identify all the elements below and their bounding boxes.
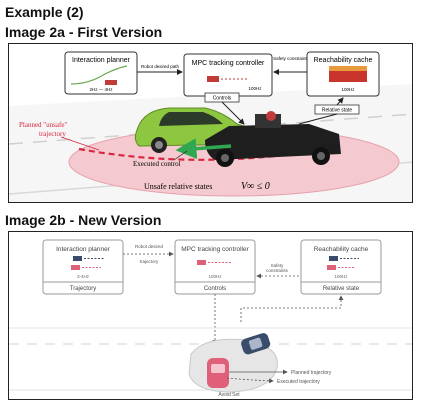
mpc-controller-label: MPC tracking controller bbox=[181, 246, 249, 253]
executed-trajectory-label: Executed trajectory bbox=[277, 379, 320, 385]
relative-state-label: Relative state bbox=[323, 286, 360, 292]
safety-label-line2: constraints bbox=[266, 268, 289, 273]
cache-rate: 100Hz bbox=[334, 274, 348, 279]
robot-desired-label-line1: Robot desired bbox=[135, 244, 164, 249]
unsafe-label-leader bbox=[60, 136, 100, 151]
value-condition: V∞ ≤ 0 bbox=[241, 181, 270, 192]
robot-car bbox=[205, 111, 341, 167]
relative-state-label: Relative state bbox=[322, 108, 353, 114]
diagram-new-version: Interaction planner 3-4Hz Trajectory Rob… bbox=[8, 231, 413, 400]
interaction-planner-box bbox=[42, 239, 124, 295]
planner-rates: 2Hz — 4Hz bbox=[89, 87, 113, 92]
mpc-rate: 100Hz bbox=[208, 274, 222, 279]
safety-label-line1: Safety bbox=[271, 263, 285, 268]
interaction-planner-label: Interaction planner bbox=[72, 57, 131, 64]
mpc-controller-label: MPC tracking controller bbox=[192, 60, 265, 67]
arrow-car-to-state bbox=[298, 113, 338, 125]
controls-label: Controls bbox=[213, 96, 232, 102]
avoid-set-label: Avoid Set bbox=[218, 392, 240, 398]
planned-trajectory-label: Planned trajectory bbox=[291, 370, 332, 376]
image-2a-heading: Image 2a - First Version bbox=[5, 24, 163, 40]
navy-car bbox=[241, 333, 271, 355]
controls-label: Controls bbox=[204, 286, 226, 292]
planned-unsafe-label-line2: trajectory bbox=[39, 130, 66, 138]
arrow-controls-to-car bbox=[221, 101, 245, 125]
example-heading: Example (2) bbox=[5, 4, 84, 20]
reachability-cache-box bbox=[300, 239, 382, 295]
trajectory-label: Trajectory bbox=[70, 286, 96, 292]
robot-desired-label-line2: trajectory bbox=[140, 259, 159, 264]
reachability-cache-box bbox=[306, 51, 380, 97]
diagram-first-version: Interaction planner 2Hz — 4Hz Robot desi… bbox=[8, 43, 413, 203]
image-2b-heading: Image 2b - New Version bbox=[5, 212, 162, 228]
diagram-a-canvas: Interaction planner 2Hz — 4Hz Robot desi… bbox=[9, 51, 412, 202]
interaction-planner-label: Interaction planner bbox=[56, 246, 111, 253]
pink-car bbox=[207, 358, 229, 388]
mpc-rate: 100Hz bbox=[248, 86, 262, 91]
arrow-car-to-cache bbox=[240, 295, 344, 322]
interaction-planner-box bbox=[64, 51, 138, 95]
executed-control-arrow bbox=[175, 138, 232, 160]
executed-control-leader bbox=[173, 150, 188, 161]
safety-constraints-label: Safety constraints bbox=[273, 56, 310, 61]
reachability-cache-label: Reachability cache bbox=[314, 57, 373, 64]
cache-rate: 100Hz bbox=[341, 87, 355, 92]
unsafe-relative-states-label: Unsafe relative states bbox=[144, 182, 212, 191]
executed-control-label: Executed control bbox=[133, 160, 181, 168]
reachability-cache-label: Reachability cache bbox=[314, 246, 369, 253]
planned-unsafe-label-line1: Planned "unsafe" bbox=[19, 121, 67, 129]
arrow-state-to-cache bbox=[336, 97, 344, 106]
planner-rate: 3-4Hz bbox=[77, 274, 90, 279]
robot-desired-path-label: Robot desired path bbox=[141, 64, 180, 69]
diagram-b-canvas: Interaction planner 3-4Hz Trajectory Rob… bbox=[9, 239, 412, 398]
